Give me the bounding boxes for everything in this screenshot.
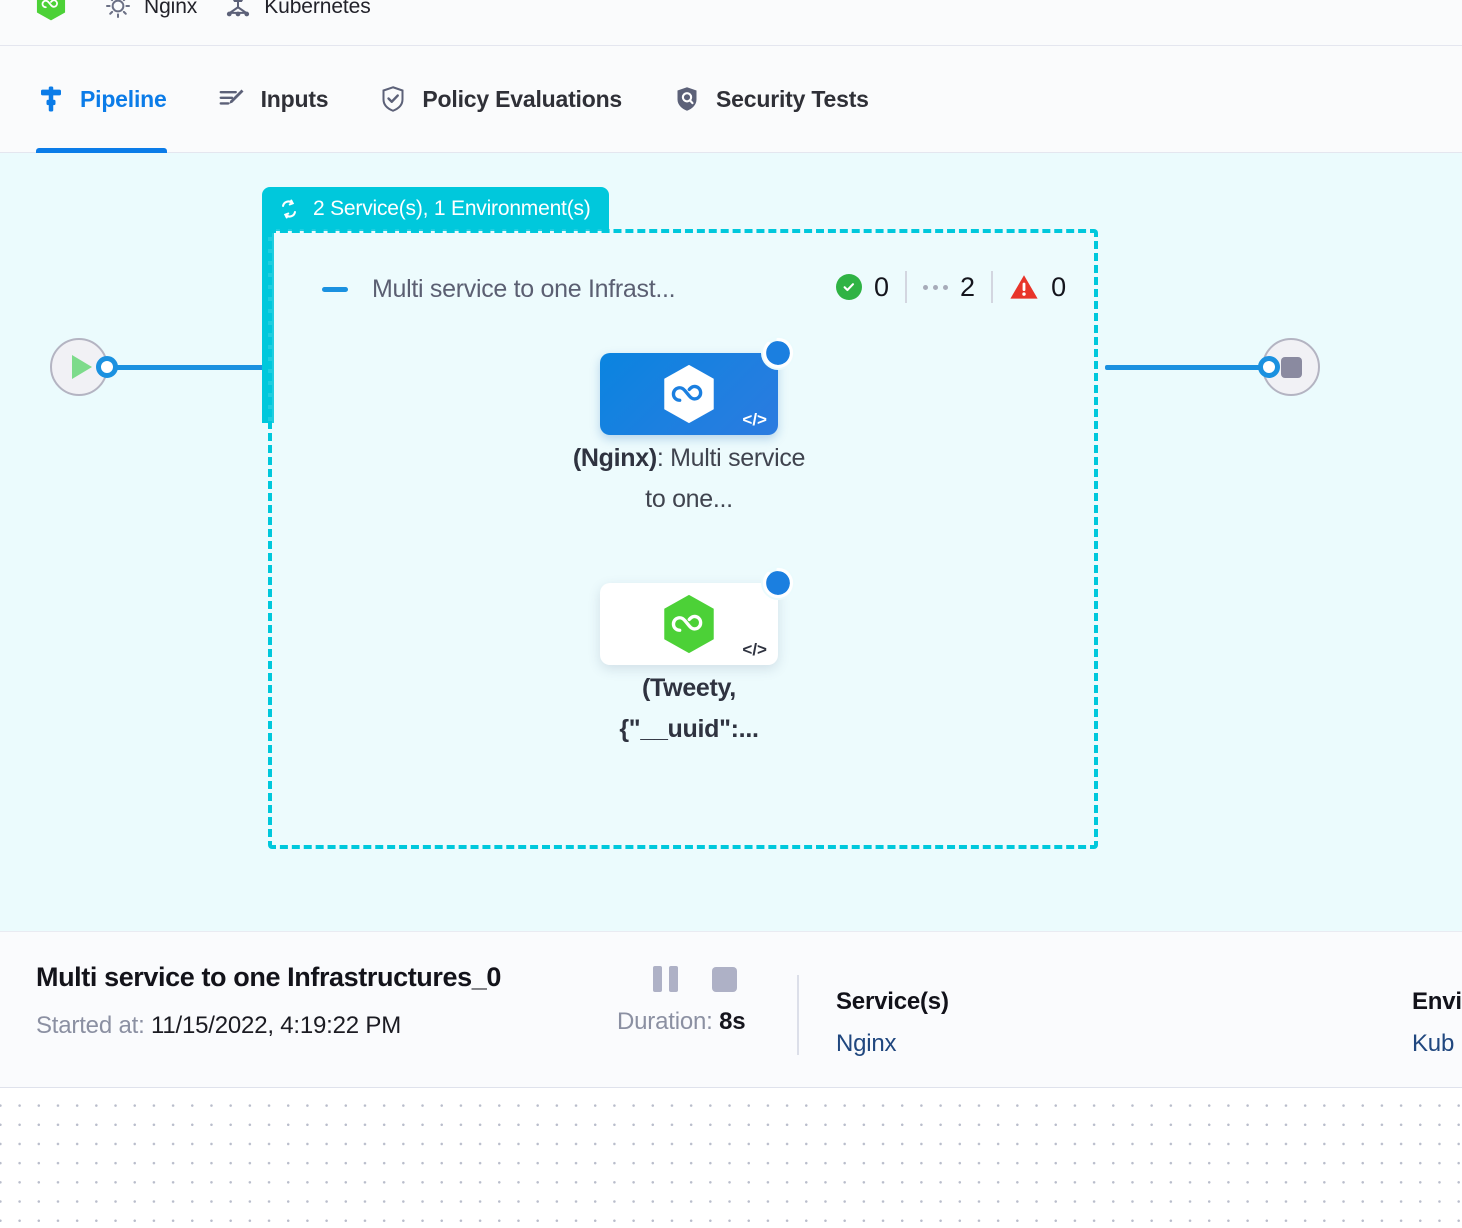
group-badge[interactable]: 2 Service(s), 1 Environment(s) <box>262 187 609 231</box>
node-status-nginx <box>760 335 796 371</box>
tab-inputs[interactable]: Inputs <box>217 46 355 153</box>
services-column: Service(s) Nginx <box>836 988 949 1058</box>
group-title: Multi service to one Infrast... <box>372 275 676 303</box>
tab-label-policy-evaluations: Policy Evaluations <box>422 85 623 112</box>
warning-triangle-icon <box>1010 275 1038 299</box>
breadcrumb-label-2: Kubernetes <box>264 0 371 18</box>
tab-security-tests[interactable]: Security Tests <box>672 46 895 153</box>
service-node-tweety-label: (Tweety, {"__uuid":... <box>564 668 814 751</box>
wire-group-to-end <box>1105 365 1280 370</box>
service-node-tweety-line1: (Tweety, <box>642 674 736 702</box>
status-pending: 2 <box>907 272 991 303</box>
code-mark: </> <box>742 410 767 429</box>
start-connector-dot <box>96 356 118 378</box>
stop-icon <box>1280 356 1302 378</box>
status-error: 0 <box>993 272 1082 303</box>
duration-label: Duration: <box>617 1008 713 1035</box>
minus-icon[interactable] <box>322 287 348 292</box>
started-at-value: 11/15/2022, 4:19:22 PM <box>151 1012 402 1039</box>
execution-title: Multi service to one Infrastructures_0 <box>36 962 501 992</box>
run-controls <box>653 966 737 992</box>
status-success-count: 0 <box>874 271 890 302</box>
service-node-tweety-line2: {"__uuid":... <box>619 715 759 744</box>
hexagon-infinity-green-icon <box>664 594 714 654</box>
node-status-tweety <box>760 565 796 601</box>
wire-start-to-group <box>105 365 270 370</box>
check-circle-icon <box>836 274 862 300</box>
services-link-nginx[interactable]: Nginx <box>836 1030 897 1057</box>
loop-repeat-icon <box>282 199 296 219</box>
group-status-counts: 0 2 0 <box>836 271 1082 303</box>
hexagon-infinity-green-icon <box>36 0 66 21</box>
services-heading: Service(s) <box>836 988 949 1015</box>
pause-icon[interactable] <box>653 966 678 992</box>
tab-label-inputs: Inputs <box>260 85 329 112</box>
status-divider-1 <box>905 271 908 303</box>
background-dot-grid[interactable] <box>0 1088 1462 1228</box>
execution-detail-panel: Multi service to one Infrastructures_0 S… <box>0 931 1462 1088</box>
duration-value: 8s <box>719 1008 746 1035</box>
service-node-tweety[interactable]: </> <box>600 583 778 665</box>
tab-label-security-tests: Security Tests <box>716 85 869 112</box>
service-node-nginx-name: (Nginx) <box>572 444 657 472</box>
pipeline-end-node[interactable] <box>1262 338 1320 396</box>
environments-heading: Envi <box>1412 988 1462 1015</box>
tab-label-pipeline: Pipeline <box>80 85 167 112</box>
pipeline-icon <box>41 86 61 112</box>
breadcrumb-label-1: Nginx <box>144 0 198 18</box>
end-connector-dot <box>1258 356 1280 378</box>
shield-scan-icon <box>677 87 697 111</box>
code-mark: </> <box>742 640 767 659</box>
group-badge-label: 2 Service(s), 1 Environment(s) <box>313 197 591 220</box>
breadcrumb: Nginx Kubernetes <box>0 0 1462 46</box>
kubernetes-icon <box>227 0 250 17</box>
status-pending-count: 2 <box>960 271 976 302</box>
breadcrumb-item-kubernetes[interactable]: Kubernetes <box>223 0 371 21</box>
breadcrumb-item-service-icon[interactable] <box>36 0 77 21</box>
status-divider-2 <box>991 271 994 303</box>
service-node-nginx-desc: : Multi service to one... <box>645 444 806 514</box>
running-spinner-icon <box>761 566 795 600</box>
tab-pipeline[interactable]: Pipeline <box>36 46 193 153</box>
play-icon <box>71 355 92 379</box>
running-spinner-icon <box>761 336 795 370</box>
edit-list-icon <box>219 89 244 105</box>
stage-group-box[interactable] <box>268 229 1098 849</box>
stop-icon[interactable] <box>712 966 737 992</box>
execution-started: Started at: 11/15/2022, 4:19:22 PM <box>36 1012 401 1040</box>
status-error-count: 0 <box>1051 271 1067 302</box>
shield-check-icon <box>382 86 404 112</box>
duration: Duration: 8s <box>617 1008 746 1036</box>
ellipsis-icon <box>923 284 949 290</box>
breadcrumb-item-nginx[interactable]: Nginx <box>103 0 197 21</box>
service-node-nginx[interactable]: </> <box>600 353 778 435</box>
tab-bar: Pipeline Inputs Policy Evaluations <box>0 46 1462 153</box>
environments-column: Envi Kub <box>1412 988 1462 1058</box>
status-success: 0 <box>836 272 905 303</box>
environments-link-kubernetes[interactable]: Kub <box>1412 1030 1455 1057</box>
pipeline-canvas[interactable]: 2 Service(s), 1 Environment(s) Multi ser… <box>0 153 1462 931</box>
gear-icon <box>106 0 130 18</box>
group-header[interactable]: Multi service to one Infrast... <box>322 275 676 304</box>
detail-divider <box>797 975 799 1055</box>
hexagon-infinity-white-icon <box>664 364 714 424</box>
tab-policy-evaluations[interactable]: Policy Evaluations <box>378 46 648 153</box>
service-node-nginx-label: (Nginx): Multi service to one... <box>564 438 814 521</box>
started-at-label: Started at: <box>36 1012 145 1039</box>
